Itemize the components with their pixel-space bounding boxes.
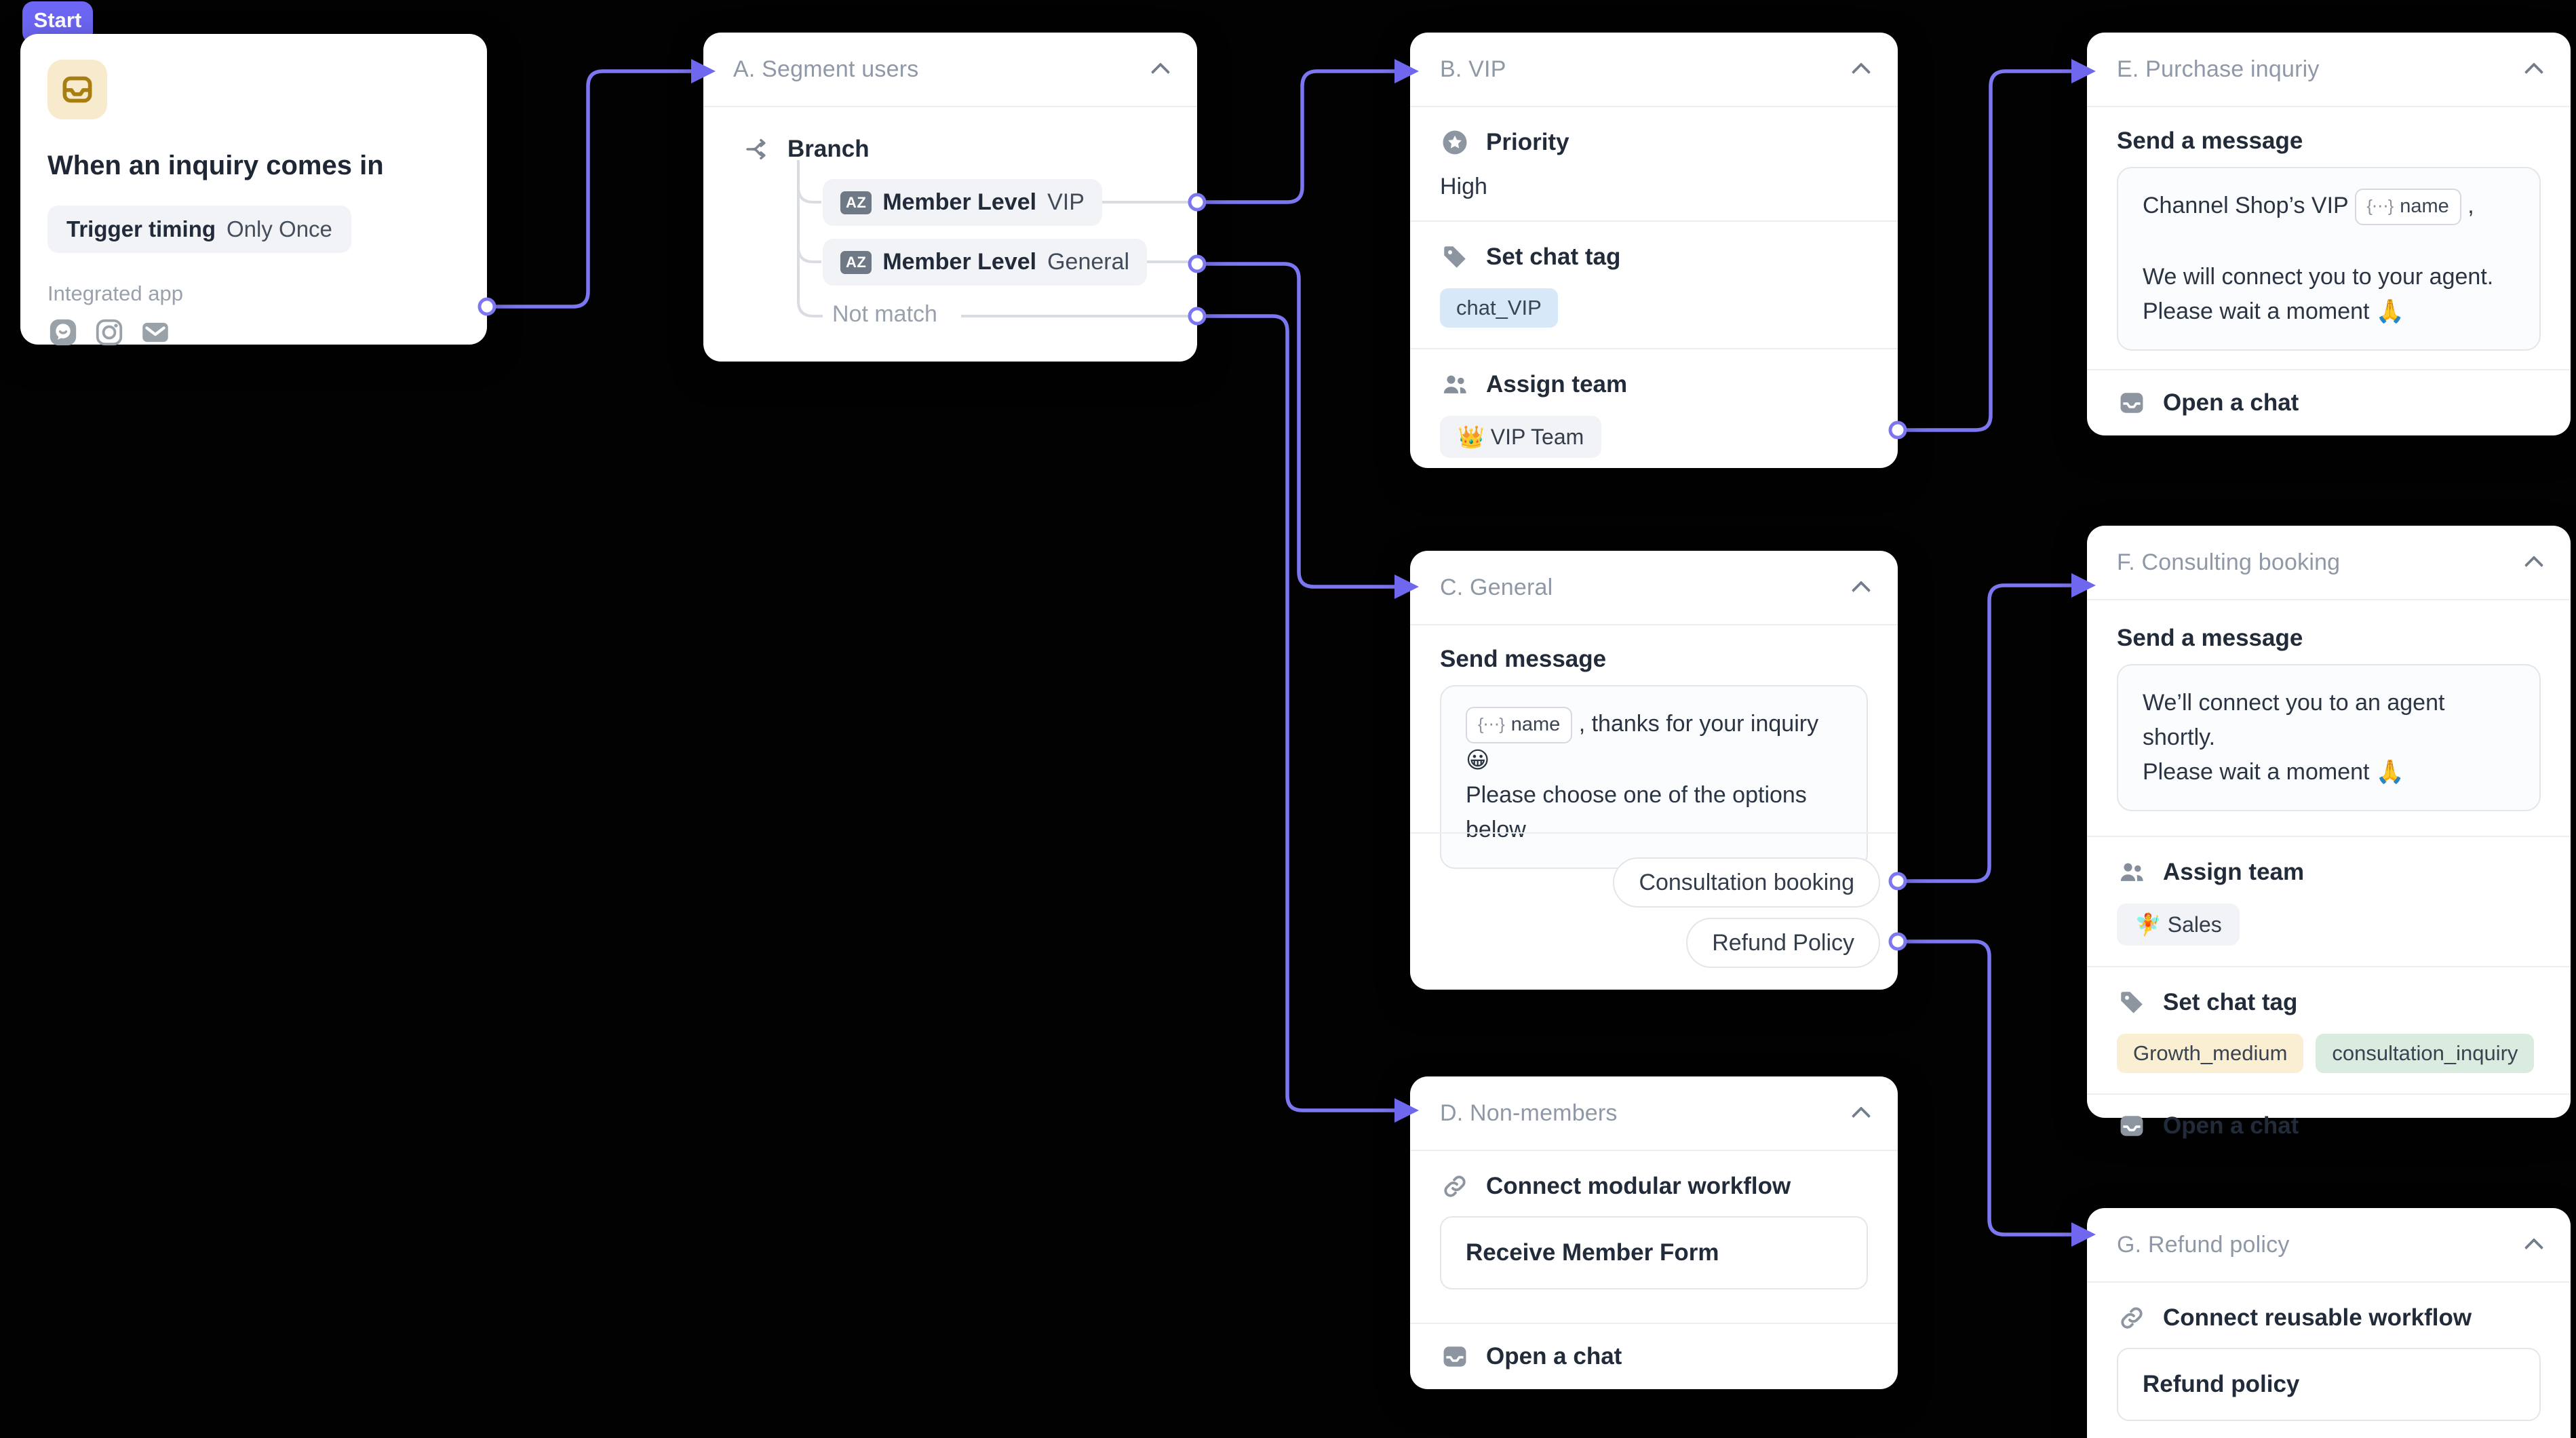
priority-star-icon bbox=[1440, 128, 1470, 157]
open-chat-icon bbox=[1440, 1342, 1470, 1372]
message-line2: Please choose one of the options below bbox=[1466, 781, 1807, 842]
priority-label: Priority bbox=[1486, 129, 1569, 155]
rule-field: Member Level bbox=[882, 189, 1037, 215]
inbox-trigger-icon bbox=[47, 60, 107, 119]
email-icon bbox=[140, 317, 171, 351]
variable-chip[interactable]: {⋯} name bbox=[2354, 189, 2461, 225]
link-icon bbox=[2117, 1303, 2147, 1333]
node-segment-users[interactable]: A. Segment users bbox=[703, 33, 1197, 362]
branch-rule-vip[interactable]: AZ Member Level VIP bbox=[823, 179, 1102, 226]
team-chip[interactable]: 🧚 Sales bbox=[2117, 903, 2240, 946]
braces-icon: {⋯} bbox=[1478, 715, 1505, 735]
send-message-label: Send a message bbox=[2117, 625, 2303, 651]
node-non-members[interactable]: D. Non-members Connect modular workflow … bbox=[1410, 1076, 1898, 1389]
message-line2: We will connect you to your agent. bbox=[2143, 263, 2494, 290]
node-title: F. Consulting booking bbox=[2117, 549, 2341, 575]
node-trigger[interactable]: When an inquiry comes in Trigger timing … bbox=[20, 34, 487, 346]
message-box[interactable]: Channel Shop’s VIP {⋯} name , We will co… bbox=[2117, 167, 2541, 351]
edge-refund-to-g[interactable] bbox=[1898, 939, 2096, 1237]
workflow-select[interactable]: Receive Member Form bbox=[1440, 1216, 1868, 1289]
trigger-timing-value: Only Once bbox=[227, 216, 332, 241]
collapse-chevron-icon[interactable] bbox=[1851, 1106, 1871, 1126]
message-line1: Channel Shop’s VIP bbox=[2143, 193, 2349, 218]
edge-b-to-e[interactable] bbox=[1898, 69, 2096, 432]
team-chip[interactable]: 👑 VIP Team bbox=[1440, 416, 1602, 458]
braces-icon: {⋯} bbox=[2366, 197, 2394, 216]
set-chat-tag-label: Set chat tag bbox=[1486, 244, 1621, 270]
chat-tag-chip[interactable]: chat_VIP bbox=[1440, 288, 1558, 328]
quick-reply-consultation[interactable]: Consultation booking bbox=[1613, 857, 1880, 908]
node-purchase-inquiry[interactable]: E. Purchase inquriy Send a message Chann… bbox=[2087, 33, 2571, 435]
assign-team-label: Assign team bbox=[2163, 859, 2305, 885]
edge-vip-to-b[interactable] bbox=[1197, 69, 1419, 204]
rule-value: General bbox=[1047, 249, 1130, 275]
workflow-select[interactable]: Refund policy bbox=[2117, 1348, 2541, 1421]
connect-workflow-label: Connect modular workflow bbox=[1486, 1173, 1791, 1199]
edge-general-to-c[interactable] bbox=[1197, 262, 1419, 589]
tag-icon bbox=[1440, 242, 1470, 272]
node-title: D. Non-members bbox=[1440, 1100, 1618, 1126]
message-line2: Please wait a moment 🙏 bbox=[2143, 759, 2405, 785]
node-title: A. Segment users bbox=[733, 56, 919, 82]
variable-chip[interactable]: {⋯} name bbox=[1466, 707, 1573, 743]
quick-reply-refund[interactable]: Refund Policy bbox=[1686, 918, 1880, 968]
integrated-app-label: Integrated app bbox=[47, 281, 183, 305]
node-consulting-booking[interactable]: F. Consulting booking Send a message We’… bbox=[2087, 526, 2571, 1139]
variable-name: name bbox=[1510, 714, 1561, 736]
message-comma: , bbox=[2467, 193, 2474, 218]
branch-rule-general[interactable]: AZ Member Level General bbox=[823, 239, 1148, 286]
trigger-timing-pill[interactable]: Trigger timing Only Once bbox=[47, 206, 351, 253]
team-people-icon bbox=[1440, 370, 1470, 400]
open-chat-icon bbox=[2117, 1111, 2147, 1141]
branch-icon bbox=[743, 134, 773, 164]
chat-app-icon bbox=[47, 317, 79, 351]
trigger-title: When an inquiry comes in bbox=[47, 151, 384, 180]
send-message-label: Send message bbox=[1440, 646, 1607, 672]
collapse-chevron-icon[interactable] bbox=[2524, 62, 2544, 82]
instagram-icon bbox=[94, 317, 125, 351]
collapse-chevron-icon[interactable] bbox=[1851, 581, 1871, 600]
collapse-chevron-icon[interactable] bbox=[2524, 556, 2544, 575]
message-box[interactable]: We’ll connect you to an agent shortly. P… bbox=[2117, 664, 2541, 811]
node-general[interactable]: C. General Send message {⋯} name , thank… bbox=[1410, 551, 1898, 990]
node-title: E. Purchase inquriy bbox=[2117, 56, 2320, 82]
team-people-icon bbox=[2117, 857, 2147, 887]
az-field-icon: AZ bbox=[840, 250, 872, 274]
node-title: B. VIP bbox=[1440, 56, 1506, 82]
node-vip[interactable]: B. VIP Priority High bbox=[1410, 33, 1898, 468]
open-chat-label: Open a chat bbox=[2163, 1112, 2299, 1139]
rule-field: Member Level bbox=[882, 249, 1037, 275]
edge-notmatch-to-d[interactable] bbox=[1197, 314, 1419, 1112]
edge-start-to-segment[interactable] bbox=[487, 69, 716, 309]
connect-workflow-label: Connect reusable workflow bbox=[2163, 1304, 2472, 1331]
message-line3: Please wait a moment 🙏 bbox=[2143, 298, 2405, 324]
link-icon bbox=[1440, 1171, 1470, 1201]
node-title: G. Refund policy bbox=[2117, 1231, 2290, 1258]
send-message-label: Send a message bbox=[2117, 128, 2303, 154]
branch-label: Branch bbox=[787, 136, 870, 162]
collapse-chevron-icon[interactable] bbox=[1851, 62, 1871, 82]
collapse-chevron-icon[interactable] bbox=[2524, 1238, 2544, 1258]
branch-not-match[interactable]: Not match bbox=[832, 301, 937, 327]
open-chat-label: Open a chat bbox=[2163, 389, 2299, 416]
az-field-icon: AZ bbox=[840, 191, 872, 214]
edge-consult-to-f[interactable] bbox=[1898, 583, 2096, 883]
message-line1: , thanks for your inquiry 😀 bbox=[1466, 711, 1819, 773]
variable-name: name bbox=[2400, 195, 2449, 218]
node-title: C. General bbox=[1440, 574, 1553, 600]
rule-value: VIP bbox=[1047, 189, 1085, 215]
open-chat-label: Open a chat bbox=[1486, 1343, 1622, 1369]
chat-tag-chip[interactable]: consultation_inquiry bbox=[2316, 1034, 2535, 1073]
open-chat-icon bbox=[2117, 388, 2147, 418]
priority-value: High bbox=[1440, 174, 1487, 199]
trigger-timing-label: Trigger timing bbox=[66, 216, 216, 241]
message-line1: We’ll connect you to an agent shortly. bbox=[2143, 690, 2445, 750]
assign-team-label: Assign team bbox=[1486, 371, 1628, 397]
node-refund-policy[interactable]: G. Refund policy Connect reusable workfl… bbox=[2087, 1208, 2571, 1438]
set-chat-tag-label: Set chat tag bbox=[2163, 989, 2298, 1015]
tag-icon bbox=[2117, 988, 2147, 1017]
chat-tag-chip[interactable]: Growth_medium bbox=[2117, 1034, 2304, 1073]
